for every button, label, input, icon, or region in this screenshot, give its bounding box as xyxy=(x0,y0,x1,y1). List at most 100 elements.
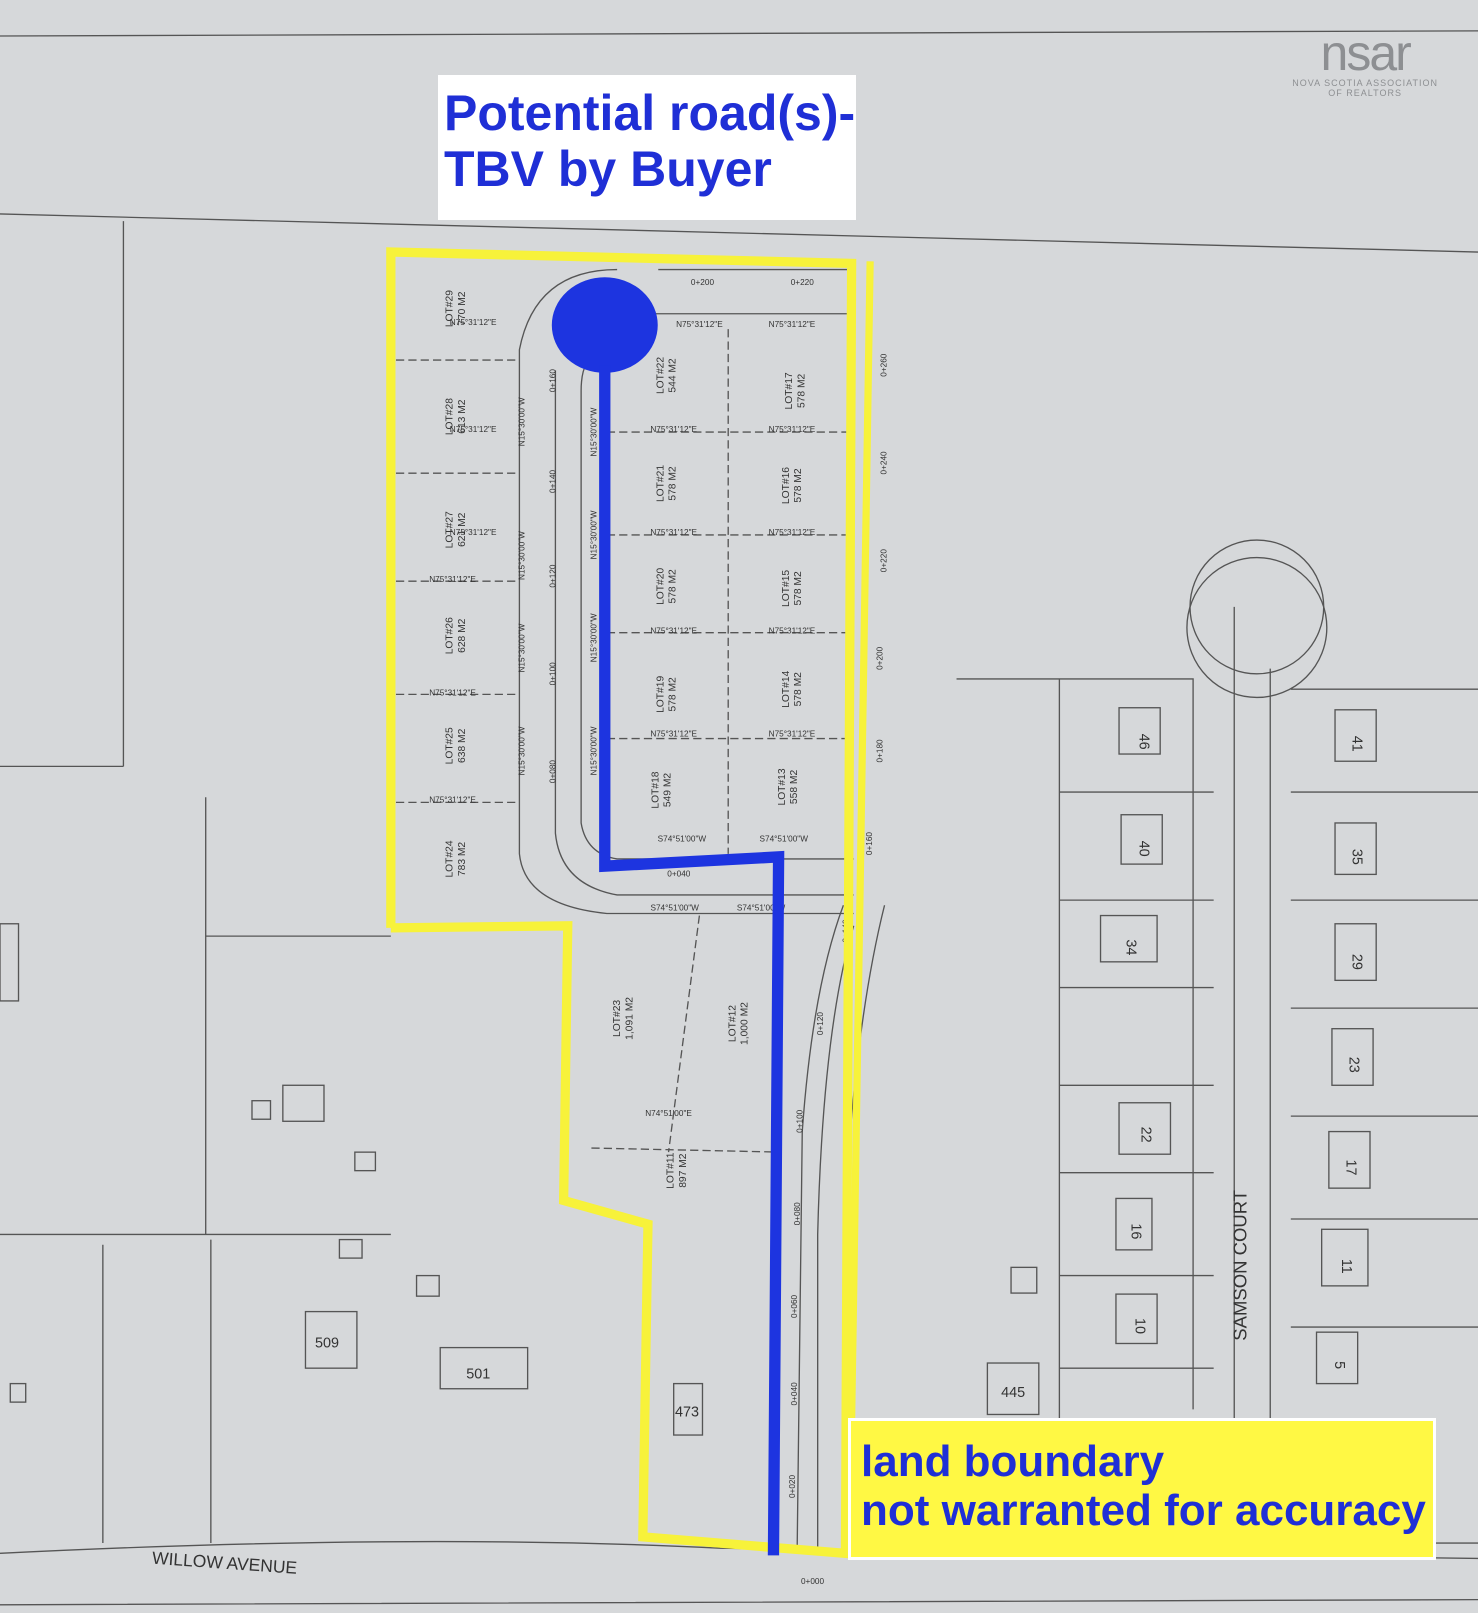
lot-area-label: 628 M2 xyxy=(457,618,468,653)
lot-area-label: 783 M2 xyxy=(457,842,468,877)
lot-area-label: 578 M2 xyxy=(793,672,804,707)
boundary-note-line1: land boundary xyxy=(861,1437,1165,1486)
house-number-label: 16 xyxy=(1127,1223,1143,1239)
lot-number-label: LOT#15 xyxy=(781,570,792,607)
bearing-label: N75°31'12"E xyxy=(769,425,816,434)
logo-line1: NOVA SCOTIA ASSOCIATION xyxy=(1292,78,1438,88)
chainage-label: 0+240 xyxy=(880,451,889,475)
lot-area-label: 578 M2 xyxy=(668,569,679,604)
chainage-label: 0+100 xyxy=(548,662,557,686)
chainage-label: 0+040 xyxy=(667,869,691,878)
house-number-label: 445 xyxy=(1001,1385,1025,1401)
lot-number-label: LOT#19 xyxy=(655,676,666,713)
house-number-label: 473 xyxy=(675,1405,699,1421)
bearing-label: N75°31'12"E xyxy=(650,627,697,636)
bearing-label: N15°30'00"W xyxy=(518,726,527,775)
lot-number-label: LOT#27 xyxy=(445,511,456,548)
lot-number-label: LOT#28 xyxy=(445,398,456,435)
house-number-label: 11 xyxy=(1338,1259,1354,1274)
house-number-label: 10 xyxy=(1131,1318,1147,1334)
chainage-label: 0+260 xyxy=(880,353,889,377)
street-label-samson-court: SAMSON COURT xyxy=(1230,1190,1251,1341)
lot-area-label: 1,091 M2 xyxy=(625,997,636,1040)
house-number-label: 29 xyxy=(1349,954,1365,970)
chainage-label: 0+040 xyxy=(790,1382,799,1406)
lot-area-label: 1,000 M2 xyxy=(740,1002,751,1045)
house-number-label: 501 xyxy=(466,1366,490,1382)
road-note-line2: TBV by Buyer xyxy=(444,141,772,197)
bearing-label: S74°51'00"W xyxy=(658,834,707,843)
bearing-label: N75°31'12"E xyxy=(650,730,697,739)
house-number-label: 22 xyxy=(1138,1127,1154,1143)
bearing-label: N75°31'12"E xyxy=(769,528,816,537)
lot-number-label: LOT#25 xyxy=(445,727,456,764)
lot-area-label: 544 M2 xyxy=(668,358,679,393)
chainage-label: 0+120 xyxy=(548,564,557,588)
chainage-label: 0+080 xyxy=(548,760,557,784)
chainage-label: 0+180 xyxy=(875,739,884,763)
potential-road xyxy=(551,277,785,1556)
chainage-label: 0+020 xyxy=(788,1475,797,1499)
bearing-label: N15°30'00"W xyxy=(590,613,599,662)
lot-area-label: 621 M2 xyxy=(457,512,468,547)
chainage-label: 0+140 xyxy=(548,469,557,493)
lot-area-label: 613 M2 xyxy=(457,399,468,434)
lot-number-label: LOT#22 xyxy=(655,357,666,394)
chainage-label: 0+200 xyxy=(875,646,884,670)
bearing-label: S74°51'00"W xyxy=(650,903,699,912)
land-boundary-outline xyxy=(386,247,857,1559)
lot-number-label: LOT#20 xyxy=(655,568,666,605)
house-number-label: 509 xyxy=(315,1336,339,1352)
lot-number-label: LOT#17 xyxy=(784,372,795,409)
chainage-label: 0+160 xyxy=(865,832,874,856)
lot-area-label: 578 M2 xyxy=(793,468,804,503)
bearing-label: N15°30'00"W xyxy=(590,726,599,775)
land-boundary-line xyxy=(848,261,874,1420)
lot-area-label: 638 M2 xyxy=(457,728,468,763)
chainage-label: 0+220 xyxy=(791,278,815,287)
bearing-label: N75°31'12"E xyxy=(450,318,497,327)
bearing-label: N75°31'12"E xyxy=(769,627,816,636)
bearing-label: N75°31'12"E xyxy=(769,730,816,739)
bearing-label: N15°30'00"W xyxy=(590,510,599,559)
lot-area-label: 558 M2 xyxy=(789,770,800,805)
lot-number-label: LOT#13 xyxy=(777,768,788,805)
bearing-label: N75°31'12"E xyxy=(769,320,816,329)
lot-area-label: 897 M2 xyxy=(678,1153,689,1188)
chainage-label: 0+080 xyxy=(793,1202,802,1226)
lot-number-label: LOT#11 xyxy=(666,1152,677,1189)
potential-road-note: Potential road(s)- TBV by Buyer xyxy=(438,75,856,220)
bearing-label: S74°51'00"W xyxy=(737,903,786,912)
boundary-note-line2: not warranted for accuracy xyxy=(861,1486,1426,1536)
lot-area-label: 578 M2 xyxy=(793,571,804,606)
chainage-label: 0+120 xyxy=(816,1012,825,1036)
bearing-label: N74°51'00"E xyxy=(645,1109,692,1118)
lot-number-label: LOT#16 xyxy=(781,467,792,504)
chainage-label: 0+100 xyxy=(795,1109,804,1133)
house-number-label: 23 xyxy=(1345,1057,1361,1073)
bearing-label: N75°31'12"E xyxy=(429,795,476,804)
chainage-label: 0+060 xyxy=(790,1294,799,1318)
chainage-label: 0+000 xyxy=(801,1577,825,1586)
bearing-label: N75°31'12"E xyxy=(429,575,476,584)
lot-number-label: LOT#12 xyxy=(727,1005,738,1042)
house-number-label: 34 xyxy=(1122,939,1138,955)
bearing-label: N75°31'12"E xyxy=(429,688,476,697)
lot-area-label: 578 M2 xyxy=(668,466,679,501)
house-number-label: 40 xyxy=(1136,841,1152,857)
lot-area-label: 578 M2 xyxy=(668,677,679,712)
cul-de-sac-marker xyxy=(551,277,658,373)
house-number-label: 41 xyxy=(1349,736,1365,752)
bearing-label: S74°51'00"W xyxy=(760,834,809,843)
lot-area-label: 578 M2 xyxy=(796,373,807,408)
lot-area-label: 770 M2 xyxy=(457,291,468,326)
road-note-line1: Potential road(s)- xyxy=(444,85,856,141)
bearing-label: N75°31'12"E xyxy=(650,425,697,434)
lot-number-label: LOT#24 xyxy=(445,840,456,877)
lot-number-label: LOT#23 xyxy=(612,1000,623,1037)
bearing-label: N75°31'12"E xyxy=(450,528,497,537)
lot-number-label: LOT#14 xyxy=(781,670,792,707)
nsar-logo: nsar NOVA SCOTIA ASSOCIATION OF REALTORS xyxy=(1292,28,1438,98)
